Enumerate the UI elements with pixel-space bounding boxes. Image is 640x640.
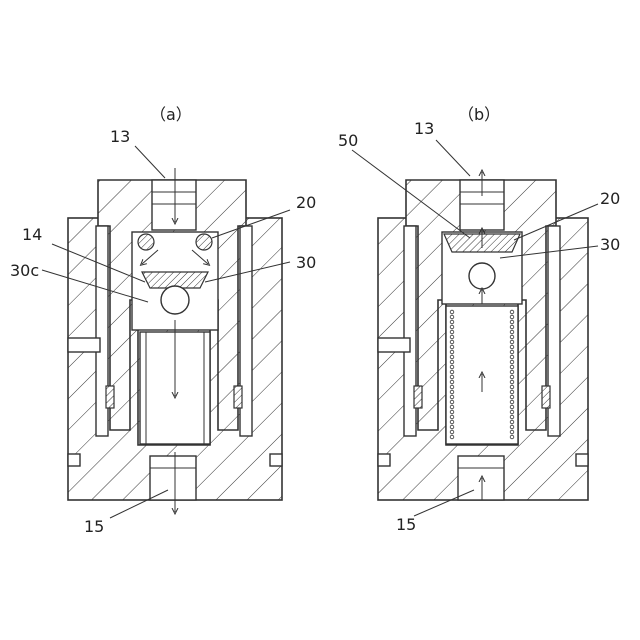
figure-a: （a） 13 20 14 30 30c 15 (10, 105, 316, 536)
label-50-b: 50 (338, 131, 358, 150)
label-13-b: 13 (414, 119, 434, 138)
label-20-a: 20 (296, 193, 316, 212)
label-15-b: 15 (396, 515, 416, 534)
label-30-b: 30 (600, 235, 620, 254)
caption-b: （b） (458, 105, 500, 124)
check-ball (469, 263, 495, 289)
check-ball (161, 286, 189, 314)
o-ring-left (138, 234, 154, 250)
outlet-port (150, 456, 196, 500)
inlet-port (152, 180, 196, 230)
label-30-a: 30 (296, 253, 316, 272)
o-ring-right (196, 234, 212, 250)
figure-b: （b） 50 13 20 30 15 (338, 105, 620, 534)
label-20-b: 20 (600, 189, 620, 208)
label-13-a: 13 (110, 127, 130, 146)
label-14-a: 14 (22, 225, 42, 244)
caption-a: （a） (150, 105, 192, 124)
label-30c-a: 30c (10, 261, 39, 280)
label-15-a: 15 (84, 517, 104, 536)
